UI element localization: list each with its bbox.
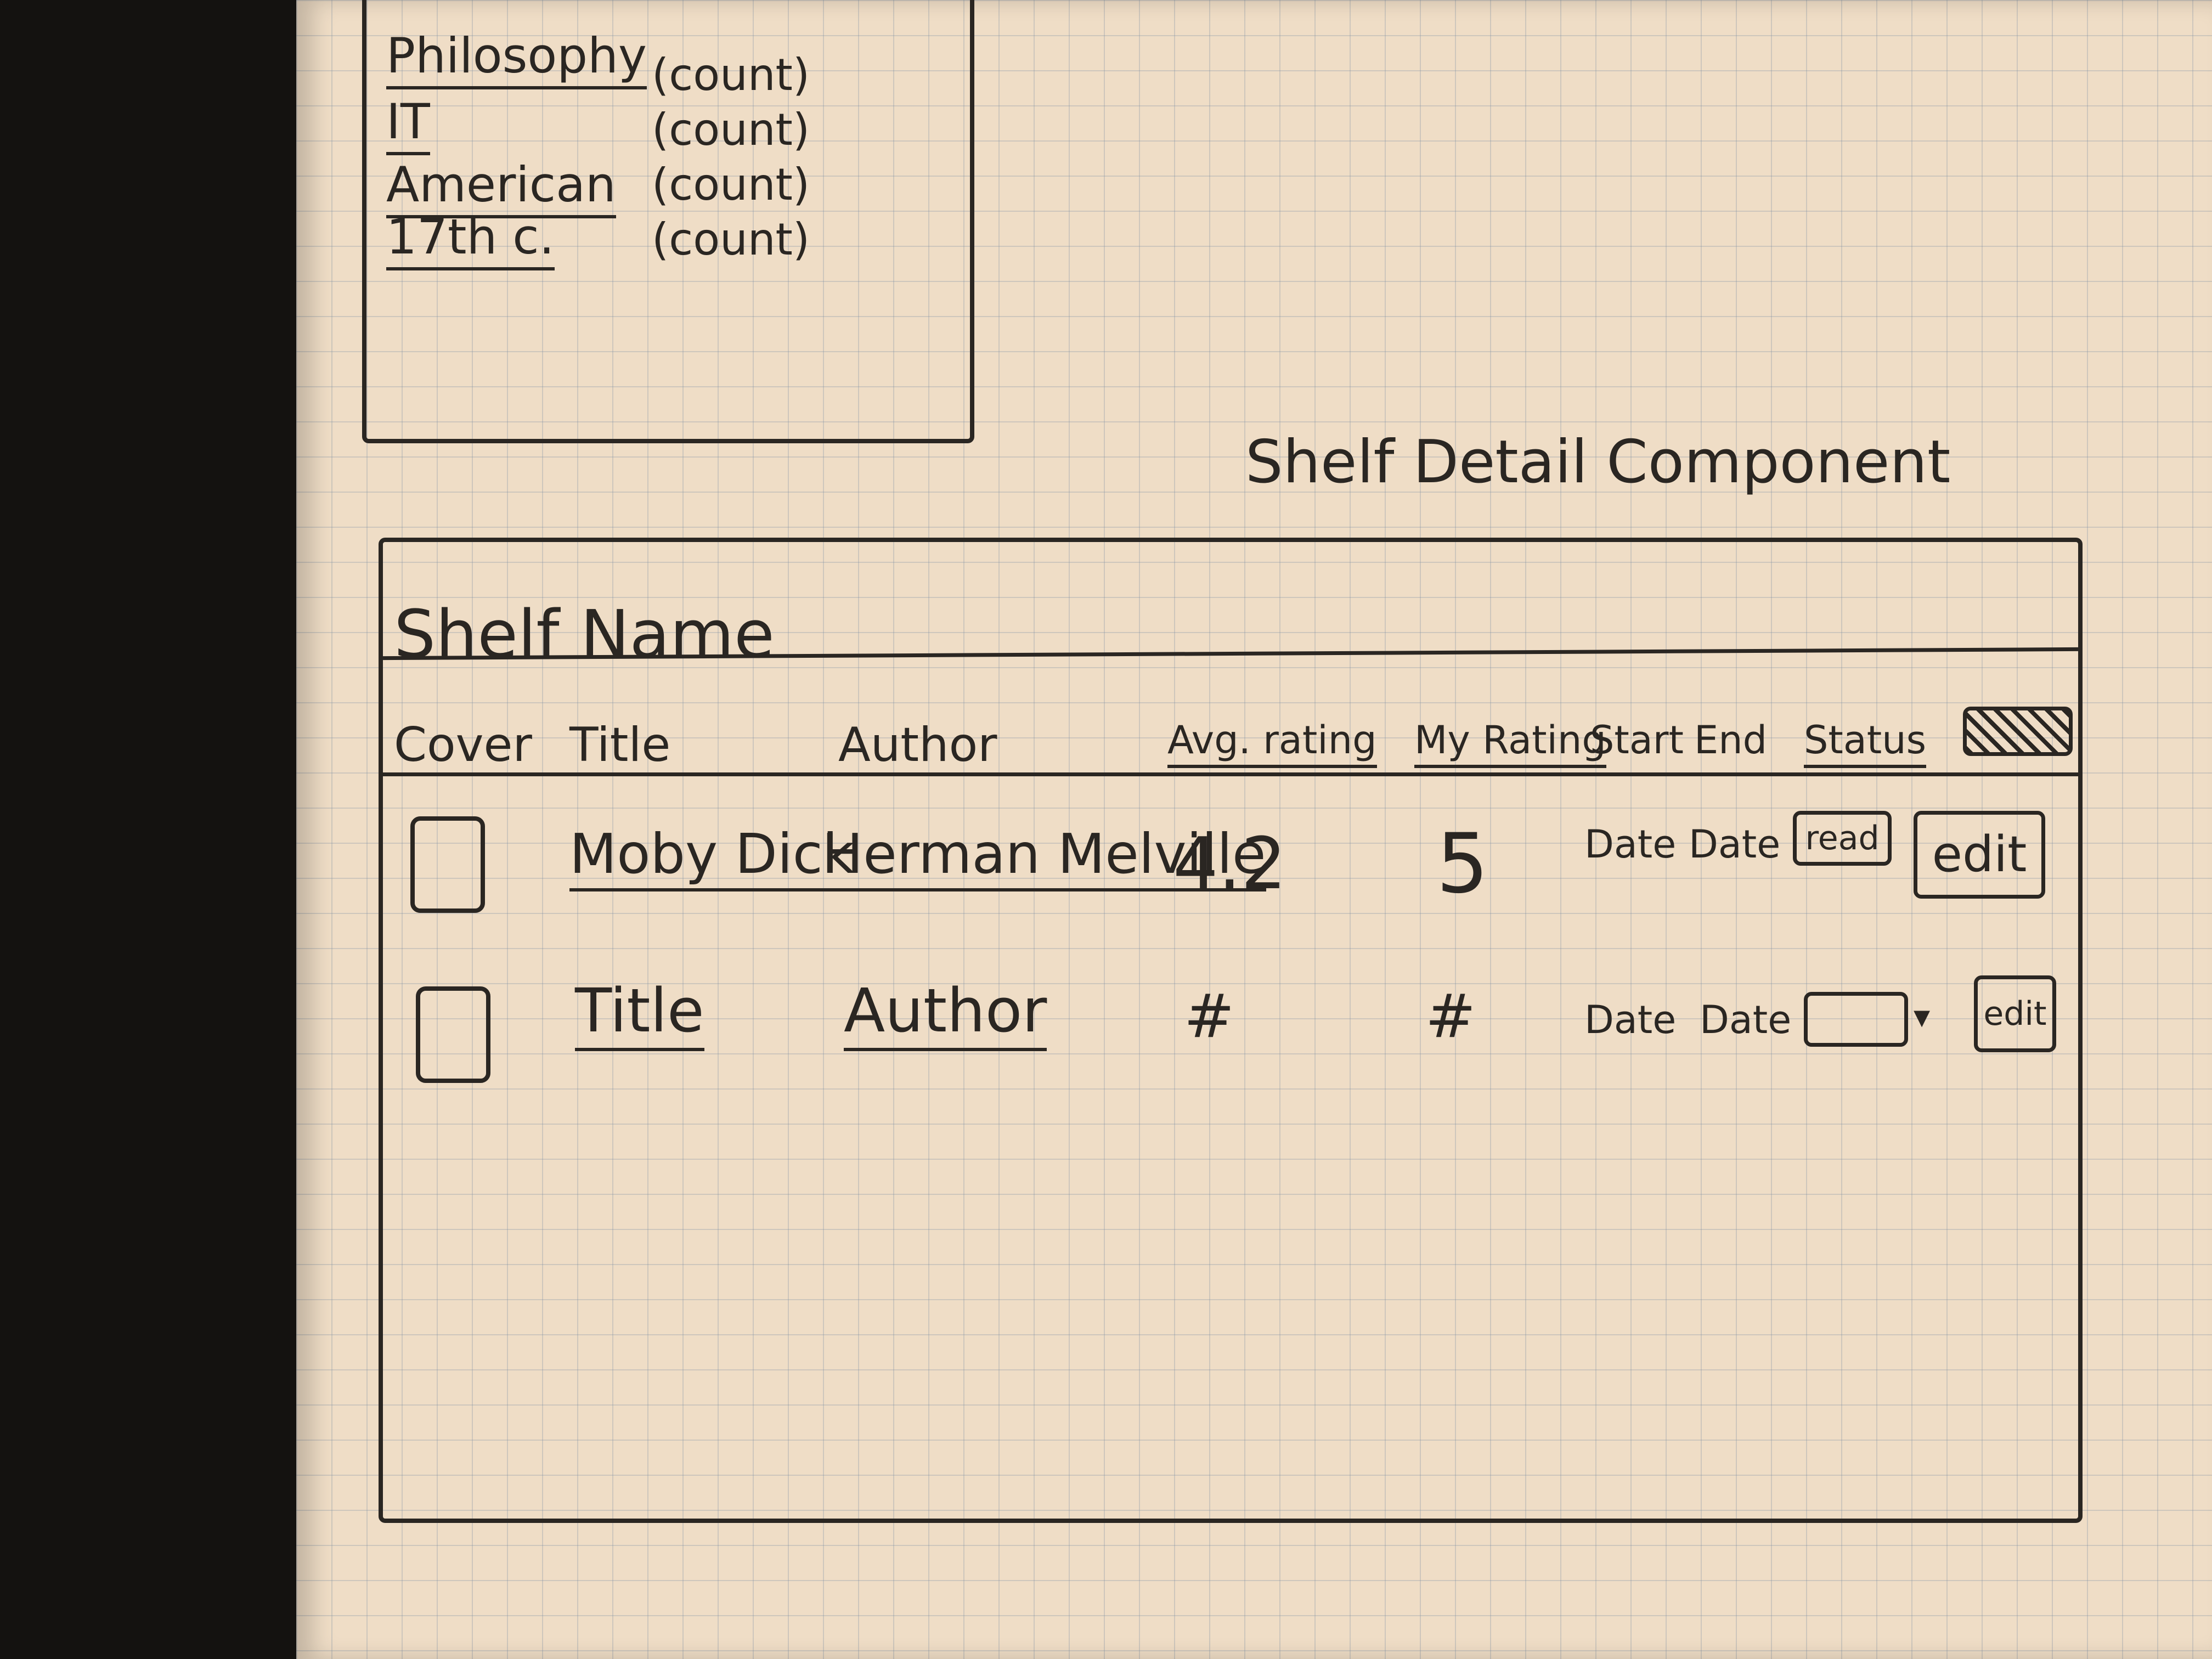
shelf-count-american: (count) [652, 159, 810, 210]
end-date[interactable]: Date [1689, 822, 1781, 867]
shelf-count-philosophy: (count) [652, 49, 810, 100]
book-title-link[interactable]: Title [575, 975, 704, 1051]
desk-edge [0, 0, 307, 1659]
edit-button[interactable]: edit [1974, 975, 2056, 1052]
end-date[interactable]: Date [1700, 997, 1792, 1042]
col-cover: Cover [394, 718, 532, 772]
shelf-name: Shelf Name [394, 597, 775, 673]
book-author-link[interactable]: Author [844, 975, 1047, 1051]
header-divider [383, 772, 2078, 776]
avg-rating-value: 4.2 [1173, 822, 1286, 905]
shelf-item-philosophy[interactable]: Philosophy [386, 27, 647, 89]
book-author-link[interactable]: Herman Melville [822, 822, 1266, 891]
shelf-list-panel: Philosophy (count) IT (count) American (… [362, 0, 974, 443]
book-title-link[interactable]: Moby Dick [569, 822, 855, 891]
shelf-item-american[interactable]: American [386, 156, 616, 218]
col-title: Title [569, 718, 671, 772]
shelf-count-17th-century: (count) [652, 214, 810, 265]
col-author: Author [838, 718, 997, 772]
shelf-item-17th-century[interactable]: 17th c. [386, 208, 555, 270]
scribbled-header-button [1963, 707, 2073, 756]
my-rating-value[interactable]: 5 [1436, 816, 1489, 912]
component-title: Shelf Detail Component [1245, 428, 1951, 496]
status-select[interactable] [1804, 992, 1908, 1047]
col-my-rating: My Rating [1414, 718, 1606, 768]
chevron-down-icon[interactable]: ▾ [1914, 997, 1931, 1036]
edit-button[interactable]: edit [1914, 811, 2045, 899]
book-cover-thumbnail[interactable] [410, 816, 485, 913]
grid-paper [296, 0, 2212, 1659]
shelf-item-it[interactable]: IT [386, 93, 430, 155]
shelf-count-it: (count) [652, 104, 810, 155]
my-rating-value[interactable]: # [1425, 981, 1476, 1051]
start-date[interactable]: Date [1584, 997, 1677, 1042]
col-status: Status [1804, 718, 1927, 768]
status-select[interactable]: read [1793, 811, 1892, 866]
col-start: Start [1590, 718, 1684, 763]
col-end: End [1694, 718, 1768, 763]
avg-rating-value: # [1184, 981, 1235, 1051]
shelf-detail-panel: Shelf Name Cover Title Author Avg. ratin… [379, 538, 2083, 1523]
col-avg-rating: Avg. rating [1167, 718, 1377, 768]
start-date[interactable]: Date [1584, 822, 1677, 867]
book-cover-thumbnail[interactable] [416, 986, 490, 1083]
